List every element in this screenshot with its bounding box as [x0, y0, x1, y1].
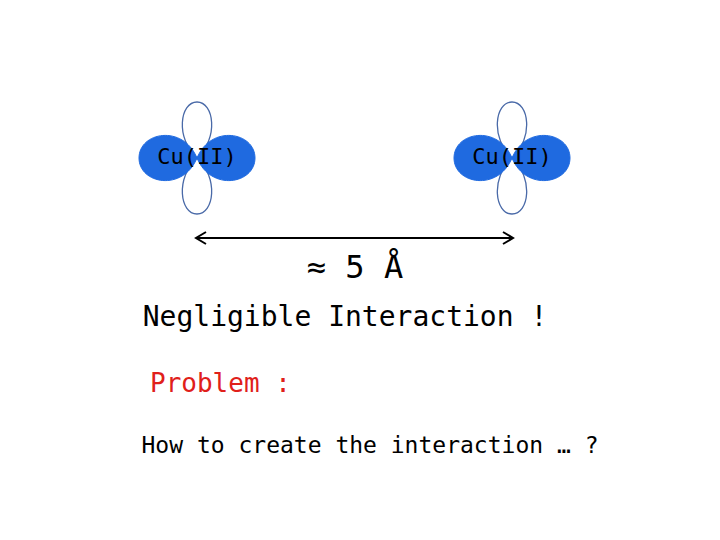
problem-heading: Problem : [150, 369, 291, 398]
ion-label: Cu(II) [157, 145, 236, 169]
note-text: Negligible Interaction ! [143, 302, 548, 333]
d-orbital: Cu(II) [127, 96, 267, 220]
distance-line [197, 237, 512, 239]
arrow-head [503, 232, 513, 244]
d-orbital: Cu(II) [442, 96, 582, 220]
arrow-head [196, 232, 206, 244]
ion-label: Cu(II) [472, 145, 551, 169]
distance-label: ≈ 5 Å [307, 250, 403, 285]
question-text: How to create the interaction … ? [142, 433, 599, 458]
